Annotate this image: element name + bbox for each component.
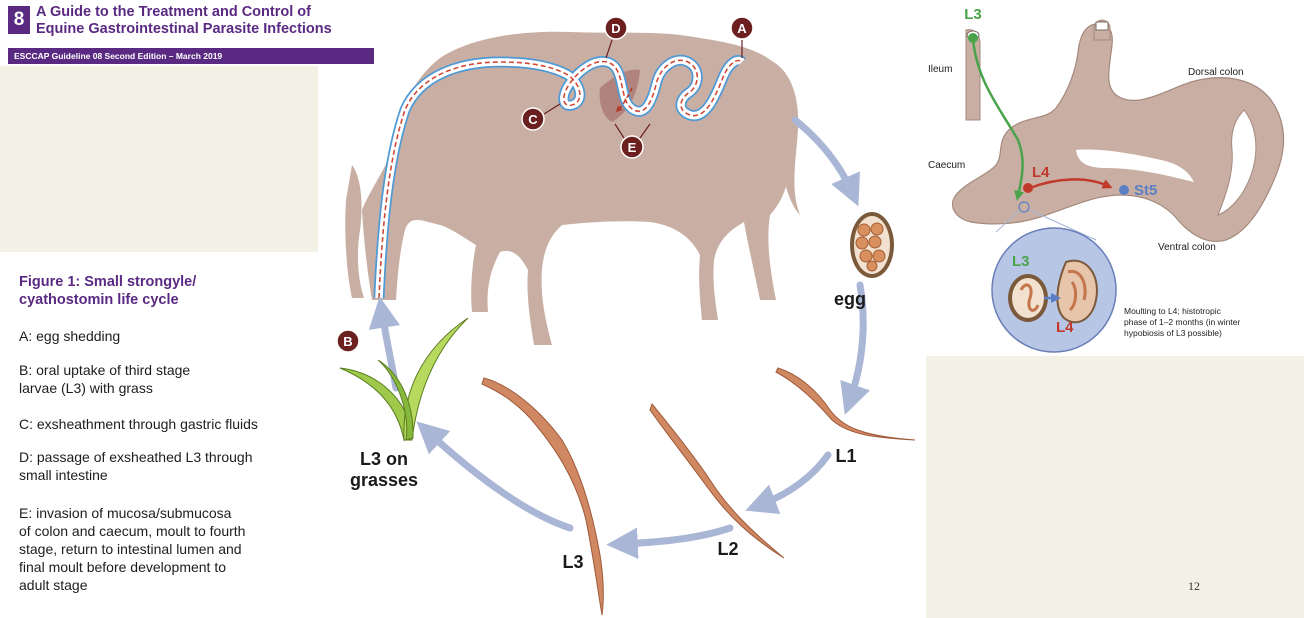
legend-e-line3: stage, return to intestinal lumen and (19, 541, 242, 557)
inset-l3-label: L3 (1012, 253, 1030, 270)
legend-a-line1: A: egg shedding (19, 328, 121, 344)
figure-title: Figure 1: Small strongyle/ cyathostomin … (19, 273, 309, 309)
intestine-diagram: L3 Ileum Dorsal colon Caecum Ventral col… (928, 6, 1285, 353)
guide-number: 8 (8, 6, 30, 34)
egg-illustration (850, 212, 894, 278)
moulting-note-line3: hypobiosis of L3 possible) (1124, 328, 1222, 338)
arrow-l2-to-l3 (606, 524, 734, 560)
larvae-illustrations (481, 367, 916, 616)
l3-dot (968, 33, 978, 43)
l3-migration-arrow (971, 37, 1024, 201)
left-panel-background (0, 66, 318, 252)
l2-label: L2 (717, 539, 738, 559)
marker-b: B (336, 329, 360, 353)
large-intestine (951, 19, 1285, 242)
dorsal-colon-label: Dorsal colon (1188, 67, 1244, 78)
ileum-label: Ileum (928, 64, 952, 75)
l4-migration-arrow (1029, 178, 1113, 190)
figure-title-line1: Figure 1: Small strongyle/ (19, 274, 197, 290)
cycle-arrows (368, 116, 871, 560)
figure-title-line2: cyathostomin life cycle (19, 292, 179, 308)
legend-e-line1: E: invasion of mucosa/submucosa (19, 505, 232, 521)
marker-d-label: D (611, 21, 620, 36)
legend-a: A: egg shedding (19, 327, 319, 345)
mucosa-spot (1018, 201, 1030, 213)
inset-l4-label: L4 (1056, 319, 1074, 336)
legend-d-line2: small intestine (19, 467, 108, 483)
legend-e-line5: adult stage (19, 577, 88, 593)
l3-grass-label-line1: L3 on (360, 449, 408, 469)
legend-b-line1: B: oral uptake of third stage (19, 362, 191, 378)
marker-c-label: C (528, 112, 538, 127)
legend-e-line4: final moult before development to (19, 559, 227, 575)
guide-title-line1: A Guide to the Treatment and Control of (36, 4, 311, 20)
arrow-horse-to-egg (791, 116, 860, 207)
l3-top-label: L3 (964, 6, 982, 23)
moulting-note-line2: phase of 1–2 months (in winter (1124, 317, 1240, 327)
egg-label: egg (834, 289, 866, 309)
st5-label: St5 (1134, 182, 1157, 199)
l3-label: L3 (562, 552, 583, 572)
horse-intestinal-tract (373, 54, 746, 299)
marker-b-label: B (343, 334, 352, 349)
arrow-egg-to-l1 (840, 281, 871, 415)
legend-c: C: exsheathment through gastric fluids (19, 415, 319, 433)
guide-title-line2: Equine Gastrointestinal Parasite Infecti… (36, 21, 332, 37)
right-panel-background (926, 356, 1304, 618)
legend-d: D: passage of exsheathed L3 through smal… (19, 448, 319, 484)
guide-subtitle: ESCCAP Guideline 08 Second Edition – Mar… (8, 48, 374, 64)
legend-b: B: oral uptake of third stage larvae (L3… (19, 361, 319, 397)
legend-e-line2: of colon and caecum, moult to fourth (19, 523, 246, 539)
marker-d: D (604, 16, 628, 59)
larva-l2 (649, 402, 785, 559)
legend-c-line1: C: exsheathment through gastric fluids (19, 416, 258, 432)
l1-label: L1 (835, 446, 856, 466)
marker-e: E (614, 123, 651, 159)
st5-dot (1119, 185, 1129, 195)
arrow-l1-to-l2 (745, 451, 832, 515)
marker-c: C (521, 103, 561, 131)
legend-d-line1: D: passage of exsheathed L3 through (19, 449, 253, 465)
guide-header: 8 A Guide to the Treatment and Control o… (8, 0, 374, 66)
marker-e-label: E (628, 140, 637, 155)
l4-label: L4 (1032, 164, 1050, 181)
marker-a: A (730, 16, 754, 58)
larva-l1 (775, 367, 916, 441)
guide-title: A Guide to the Treatment and Control of … (36, 4, 366, 38)
arrow-l3-to-grass (416, 421, 574, 532)
l3-grass-label-line2: grasses (350, 470, 418, 490)
grass-illustration (339, 317, 469, 442)
marker-a-label: A (737, 21, 747, 36)
legend-b-line2: larvae (L3) with grass (19, 380, 153, 396)
ventral-colon-label: Ventral colon (1158, 242, 1216, 253)
moulting-note-line1: Moulting to L4; histotropic (1124, 306, 1222, 316)
l4-dot (1023, 183, 1033, 193)
legend-e: E: invasion of mucosa/submucosa of colon… (19, 504, 319, 594)
caecum-label: Caecum (928, 160, 965, 171)
larva-l3 (481, 377, 604, 616)
page-number: 12 (1188, 579, 1200, 593)
mucosa-inset (991, 209, 1117, 353)
